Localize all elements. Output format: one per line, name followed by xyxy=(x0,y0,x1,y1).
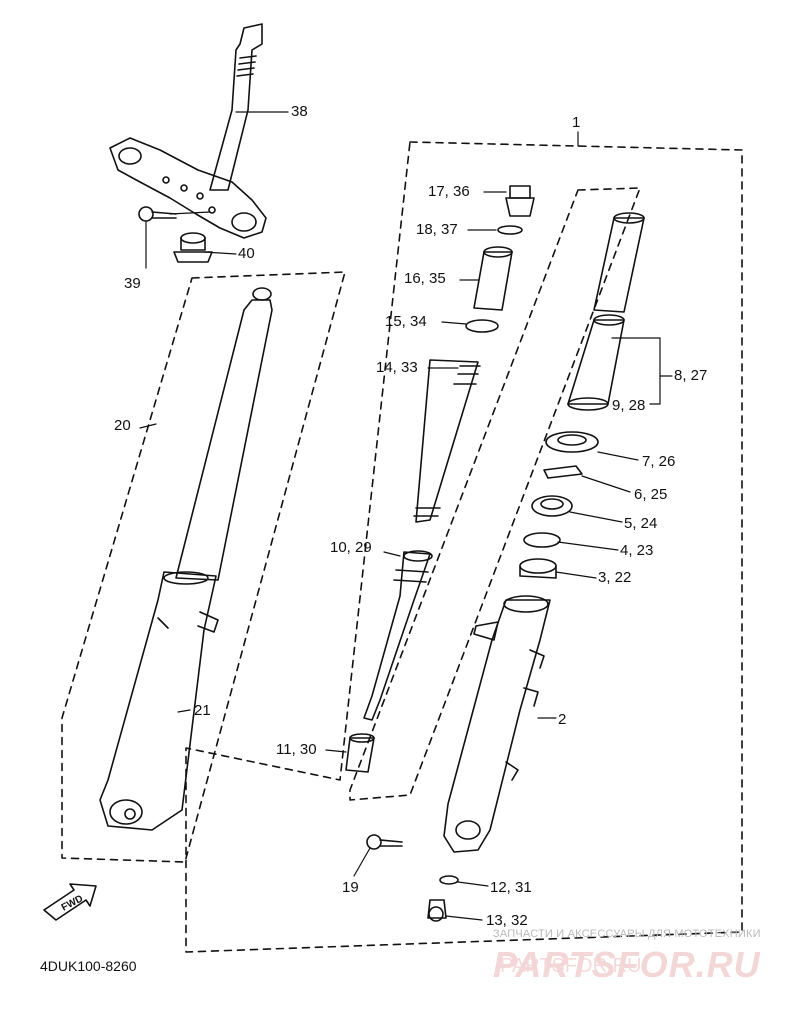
spacer-collar-part xyxy=(473,246,513,311)
callout-10-29: 10, 29 xyxy=(330,539,372,556)
callout-3-22: 3, 22 xyxy=(598,569,632,586)
left-fork-leg-part xyxy=(99,287,273,831)
outer-tube-part xyxy=(443,595,551,853)
fork-spring-part xyxy=(567,314,625,411)
callout-17-36: 17, 36 xyxy=(428,183,470,200)
seal-washer-part xyxy=(523,532,561,548)
callout-7-26: 7, 26 xyxy=(642,453,676,470)
callout-13-32: 13, 32 xyxy=(486,912,528,929)
diagram-code: 4DUK100-8260 xyxy=(40,958,137,974)
callout-14-33: 14, 33 xyxy=(376,359,418,376)
callout-6-25: 6, 25 xyxy=(634,486,668,503)
callout-16-35: 16, 35 xyxy=(404,270,446,287)
callout-4-23: 4, 23 xyxy=(620,542,654,559)
callout-21: 21 xyxy=(194,702,211,719)
watermark-shadow: PARTSFOR.RU xyxy=(500,955,642,977)
callout-1: 1 xyxy=(572,114,581,131)
steering-stem-part xyxy=(109,23,267,239)
washer-part xyxy=(465,319,499,333)
callout-39: 39 xyxy=(124,275,141,292)
o-ring-part xyxy=(497,225,523,235)
fwd-arrow-icon xyxy=(43,883,97,921)
callout-38: 38 xyxy=(291,103,308,120)
callout-40: 40 xyxy=(238,245,255,262)
callout-11-30: 11, 30 xyxy=(276,741,317,758)
leader-lines xyxy=(139,111,673,921)
damper-rod-part xyxy=(413,359,481,523)
snap-ring-part xyxy=(543,465,583,479)
oil-lock-piece-part xyxy=(345,733,375,773)
callout-2: 2 xyxy=(558,711,567,728)
callout-8-27: 8, 27 xyxy=(674,367,708,384)
fork-assembly-dashed-frame xyxy=(185,141,743,953)
axle-bolt-part xyxy=(366,834,403,850)
dust-seal-part xyxy=(545,431,599,453)
callout-12-31: 12, 31 xyxy=(490,879,532,896)
callout-20: 20 xyxy=(114,417,131,434)
inner-tube-part xyxy=(593,212,645,313)
gasket-part xyxy=(439,875,459,885)
callout-15-34: 15, 34 xyxy=(385,313,427,330)
cylinder-complete-part xyxy=(363,550,433,721)
watermark-caption: ЗАПЧАСТИ И АКСЕССУАРЫ ДЛЯ МОТОТЕХНИКИ xyxy=(493,928,761,940)
drain-bolt-part xyxy=(427,899,447,922)
watermark-logo: PARTSFOR.RU xyxy=(493,944,761,985)
callout-9-28: 9, 28 xyxy=(612,397,646,414)
callout-19: 19 xyxy=(342,879,359,896)
oil-seal-part xyxy=(531,495,573,517)
left-fork-dashed-frame xyxy=(61,271,346,863)
slide-bushing-part xyxy=(519,558,557,579)
callout-5-24: 5, 24 xyxy=(624,515,658,532)
cap-bolt-part xyxy=(505,185,535,217)
inner-parts-dashed-frame xyxy=(349,187,641,801)
callout-18-37: 18, 37 xyxy=(416,221,458,238)
stem-nut-part xyxy=(173,232,213,263)
